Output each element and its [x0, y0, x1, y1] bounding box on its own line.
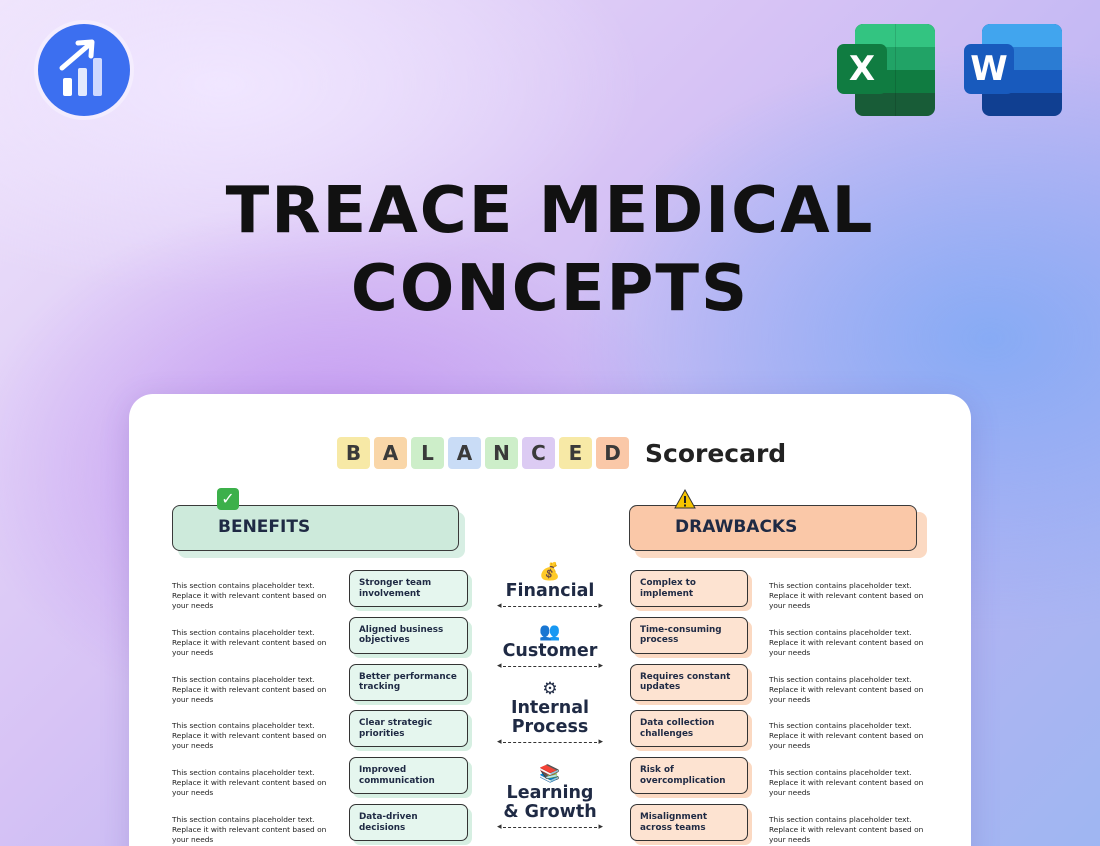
benefit-item: Improved communication: [349, 757, 468, 795]
gear-icon: ⚙: [542, 679, 558, 699]
drawback-description: This section contains placeholder text. …: [769, 581, 924, 610]
page-title-line-1: TREACE MEDICAL: [225, 174, 875, 248]
drawback-item: Requires constant updates: [630, 663, 748, 701]
money-bag-icon: 💰: [539, 562, 561, 582]
benefits-header-label: BENEFITS: [218, 517, 311, 537]
drawback-description: This section contains placeholder text. …: [769, 815, 924, 844]
perspective-internal-process: ⚙Internal Process◂▸: [495, 679, 605, 747]
benefit-item: Stronger team involvement: [349, 570, 468, 607]
benefit-item: Clear strategic priorities: [349, 710, 468, 748]
letter-tile: A: [374, 437, 407, 469]
perspective-label: Internal Process: [510, 698, 590, 737]
chart-growth-icon: [59, 39, 102, 96]
letter-tile: D: [596, 437, 629, 469]
warning-icon: [674, 488, 696, 510]
benefit-item: Better performance tracking: [349, 663, 468, 701]
page-title: TREACE MEDICAL CONCEPTS: [0, 172, 1100, 328]
letter-tile: E: [559, 437, 592, 469]
letter-tile: L: [411, 437, 444, 469]
drawbacks-header-label: DRAWBACKS: [675, 517, 798, 537]
letter-tile: N: [485, 437, 518, 469]
drawback-description: This section contains placeholder text. …: [769, 721, 924, 751]
benefit-description: This section contains placeholder text. …: [172, 581, 327, 610]
page-title-line-2: CONCEPTS: [350, 252, 750, 326]
benefits-header: ✓ BENEFITS: [172, 488, 459, 551]
double-arrow-icon: ◂▸: [497, 601, 603, 611]
benefit-description: This section contains placeholder text. …: [172, 768, 327, 798]
people-icon: 👥: [539, 622, 561, 642]
brand-logo: [38, 24, 130, 116]
drawback-item: Complex to implement: [630, 570, 748, 607]
benefit-item: Data-driven decisions: [349, 804, 468, 841]
letter-tile: C: [522, 437, 555, 469]
drawbacks-header: DRAWBACKS: [629, 488, 917, 551]
perspective-customer: 👥Customer◂▸: [495, 622, 605, 671]
scorecard-word: Scorecard: [645, 438, 787, 468]
books-icon: 📚: [539, 764, 561, 784]
letter-tile: A: [448, 437, 481, 469]
drawback-description: This section contains placeholder text. …: [769, 627, 924, 657]
benefit-item: Aligned business objectives: [349, 616, 468, 654]
drawback-description: This section contains placeholder text. …: [769, 674, 924, 704]
drawback-item: Misalignment across teams: [630, 804, 748, 841]
benefit-description: This section contains placeholder text. …: [172, 721, 327, 751]
checkmark-icon: ✓: [217, 488, 239, 510]
letter-tile: B: [337, 437, 370, 469]
double-arrow-icon: ◂▸: [497, 661, 603, 671]
excel-icon: X: [833, 24, 935, 116]
drawback-item: Data collection challenges: [630, 710, 748, 748]
perspective-label: Learning & Growth: [503, 783, 597, 822]
word-icon: W: [960, 24, 1062, 116]
drawback-item: Time-consuming process: [630, 616, 748, 654]
benefit-description: This section contains placeholder text. …: [172, 627, 327, 657]
benefit-description: This section contains placeholder text. …: [172, 815, 327, 844]
drawback-description: This section contains placeholder text. …: [769, 768, 924, 798]
double-arrow-icon: ◂▸: [497, 737, 603, 747]
drawback-item: Risk of overcomplication: [630, 757, 748, 795]
perspective-learning-growth: 📚Learning & Growth◂▸: [495, 764, 605, 832]
benefit-description: This section contains placeholder text. …: [172, 674, 327, 704]
perspective-financial: 💰Financial◂▸: [495, 562, 605, 611]
double-arrow-icon: ◂▸: [497, 822, 603, 832]
perspective-label: Financial: [505, 581, 595, 601]
perspective-label: Customer: [502, 641, 598, 661]
